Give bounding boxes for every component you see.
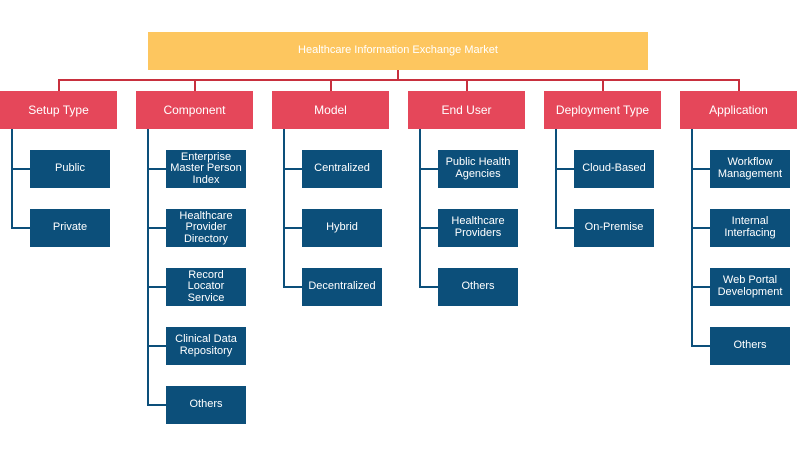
- leaf-node: Workflow Management: [710, 150, 790, 188]
- leaf-node: Hybrid: [302, 209, 382, 247]
- leaf-branch-connector: [419, 227, 438, 229]
- leaf-branch-connector: [283, 227, 302, 229]
- category-node: Model: [272, 91, 389, 129]
- category-drop-connector: [601, 79, 604, 91]
- leaf-node: Others: [710, 327, 790, 365]
- leaf-branch-connector: [691, 227, 710, 229]
- leaf-label: Record Locator Service: [187, 268, 225, 304]
- leaf-node: Others: [438, 268, 518, 306]
- category-label: Application: [709, 102, 768, 117]
- leaf-label: Decentralized: [308, 280, 376, 293]
- category-node: End User: [408, 91, 525, 129]
- leaf-branch-connector: [283, 286, 302, 288]
- leaf-branch-connector: [147, 168, 166, 170]
- leaf-node: Healthcare Provider Directory: [166, 209, 246, 247]
- leaf-label: On-Premise: [584, 221, 644, 234]
- category-drop-connector: [465, 79, 468, 91]
- root-node: Healthcare Information Exchange Market: [148, 32, 648, 70]
- category-label: End User: [441, 102, 492, 117]
- category-bus-connector: [57, 79, 740, 81]
- leaf-label: Others: [461, 280, 495, 293]
- leaf-node: Web Portal Development: [710, 268, 790, 306]
- leaf-node: Enterprise Master Person Index: [166, 150, 246, 188]
- leaf-branch-connector: [555, 168, 574, 170]
- leaf-node: Public Health Agencies: [438, 150, 518, 188]
- category-node: Setup Type: [0, 91, 117, 129]
- leaf-node: Private: [30, 209, 110, 247]
- leaf-trunk-connector: [691, 129, 693, 347]
- leaf-branch-connector: [147, 404, 166, 406]
- category-drop-connector: [193, 79, 196, 91]
- category-drop-connector: [737, 79, 740, 91]
- leaf-node: Others: [166, 386, 246, 424]
- leaf-node: Record Locator Service: [166, 268, 246, 306]
- leaf-node: On-Premise: [574, 209, 654, 247]
- leaf-label: Public: [55, 162, 85, 175]
- leaf-branch-connector: [691, 168, 710, 170]
- leaf-trunk-connector: [419, 129, 421, 288]
- leaf-label: Others: [733, 339, 767, 352]
- leaf-branch-connector: [283, 168, 302, 170]
- leaf-branch-connector: [147, 286, 166, 288]
- leaf-label: Internal Interfacing: [724, 215, 776, 239]
- leaf-label: Private: [52, 221, 88, 234]
- category-label: Deployment Type: [555, 102, 650, 117]
- root-stem-connector: [397, 70, 399, 79]
- leaf-node: Healthcare Providers: [438, 209, 518, 247]
- leaf-node: Decentralized: [302, 268, 382, 306]
- leaf-label: Workflow Management: [717, 156, 783, 180]
- leaf-node: Centralized: [302, 150, 382, 188]
- leaf-branch-connector: [691, 345, 710, 347]
- leaf-branch-connector: [555, 227, 574, 229]
- leaf-label: Cloud-Based: [582, 162, 646, 175]
- leaf-branch-connector: [11, 227, 30, 229]
- leaf-branch-connector: [419, 286, 438, 288]
- leaf-label: Others: [189, 398, 223, 411]
- leaf-branch-connector: [147, 227, 166, 229]
- leaf-label: Clinical Data Repository: [175, 333, 237, 357]
- leaf-trunk-connector: [555, 129, 557, 229]
- leaf-trunk-connector: [147, 129, 149, 406]
- leaf-branch-connector: [147, 345, 166, 347]
- leaf-branch-connector: [691, 286, 710, 288]
- leaf-label: Healthcare Providers: [451, 215, 505, 239]
- category-label: Setup Type: [28, 102, 89, 117]
- leaf-branch-connector: [11, 168, 30, 170]
- category-label: Model: [314, 102, 347, 117]
- category-label: Component: [163, 102, 226, 117]
- category-drop-connector: [57, 79, 60, 91]
- leaf-trunk-connector: [11, 129, 13, 229]
- leaf-label: Centralized: [314, 162, 370, 175]
- category-node: Application: [680, 91, 797, 129]
- leaf-label: Public Health Agencies: [445, 156, 511, 180]
- leaf-label: Web Portal Development: [717, 274, 783, 298]
- category-drop-connector: [329, 79, 332, 91]
- leaf-node: Clinical Data Repository: [166, 327, 246, 365]
- leaf-node: Public: [30, 150, 110, 188]
- leaf-label: Healthcare Provider Directory: [179, 209, 233, 245]
- category-node: Deployment Type: [544, 91, 661, 129]
- category-node: Component: [136, 91, 253, 129]
- root-label: Healthcare Information Exchange Market: [298, 44, 498, 57]
- leaf-trunk-connector: [283, 129, 285, 288]
- leaf-node: Cloud-Based: [574, 150, 654, 188]
- leaf-node: Internal Interfacing: [710, 209, 790, 247]
- leaf-branch-connector: [419, 168, 438, 170]
- leaf-label: Hybrid: [326, 221, 358, 234]
- leaf-label: Enterprise Master Person Index: [170, 150, 242, 186]
